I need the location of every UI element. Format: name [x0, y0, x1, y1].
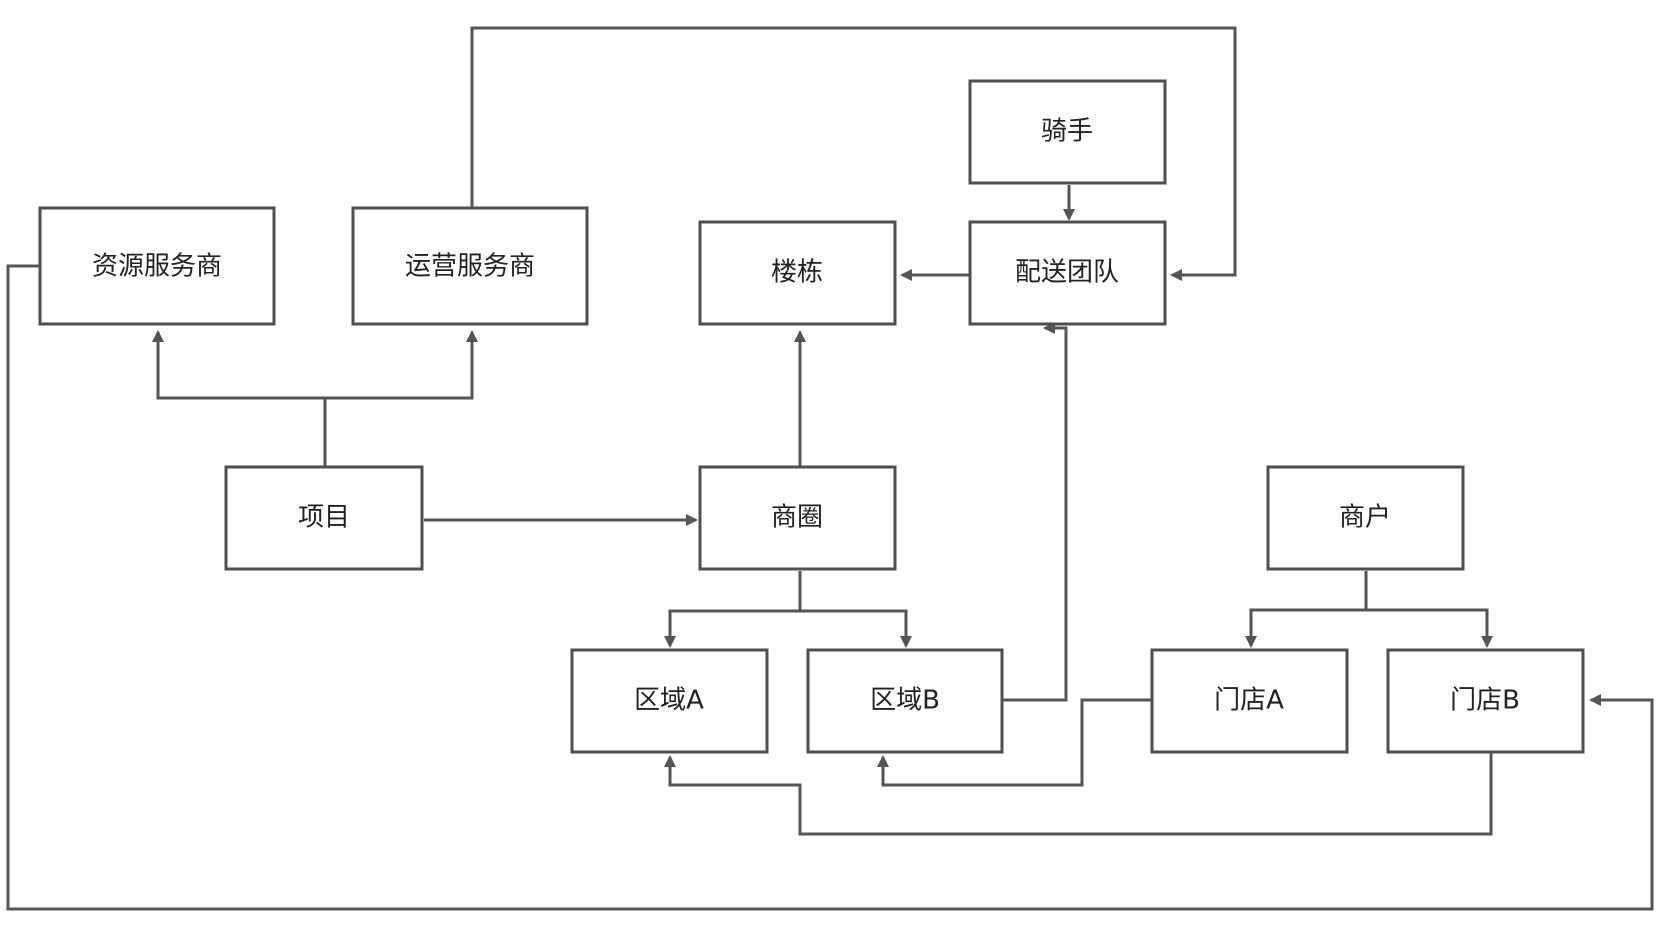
node-label: 门店B [1450, 686, 1520, 716]
edges [6, 26, 1654, 911]
node-label: 楼栋 [771, 258, 823, 288]
edge-project-operation-provider [325, 330, 478, 400]
edge-business-district-area-b [800, 609, 912, 648]
node-label: 商户 [1339, 503, 1391, 533]
node-area-b: 区域B [806, 648, 1004, 754]
edge-area-b-delivery-team [1003, 322, 1068, 702]
node-label: 资源服务商 [92, 252, 222, 282]
node-label: 商圈 [771, 503, 823, 533]
edge-store-b-area-a [664, 752, 1493, 836]
node-label: 项目 [298, 503, 350, 533]
node-label: 区域A [634, 686, 704, 716]
node-area-a: 区域A [570, 648, 769, 754]
node-label: 配送团队 [1015, 258, 1119, 288]
node-label: 运营服务商 [405, 252, 535, 282]
node-label: 区域B [870, 686, 940, 716]
edge-resource-provider-store-b [6, 264, 1654, 911]
node-label: 骑手 [1041, 117, 1093, 147]
nodes: 资源服务商 运营服务商 楼栋 骑手 配送团队 项目 商圈 商户 [38, 79, 1585, 754]
edge-operation-provider-delivery-team [470, 26, 1237, 281]
node-rider: 骑手 [968, 79, 1167, 185]
edge-store-a-area-b [877, 698, 1152, 787]
node-resource-provider: 资源服务商 [38, 206, 276, 326]
edge-merchant-store-b [1366, 608, 1493, 648]
edge-project-resource-provider [152, 330, 327, 468]
node-building: 楼栋 [698, 220, 897, 326]
node-business-district: 商圈 [698, 465, 897, 571]
node-operation-provider: 运营服务商 [351, 206, 589, 326]
node-store-a: 门店A [1150, 648, 1349, 754]
edge-merchant-store-a [1245, 571, 1368, 648]
node-merchant: 商户 [1266, 465, 1465, 571]
edge-business-district-area-a [664, 571, 802, 648]
node-label: 门店A [1214, 686, 1284, 716]
node-store-b: 门店B [1386, 648, 1585, 754]
node-delivery-team: 配送团队 [968, 220, 1167, 326]
node-project: 项目 [224, 465, 424, 571]
